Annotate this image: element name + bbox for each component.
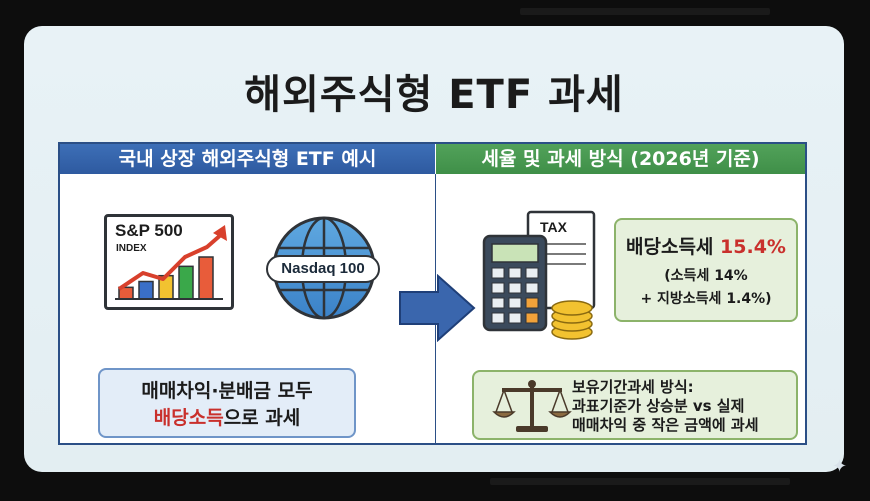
left-note-box: 매매차익·분배금 모두 배당소득으로 과세 <box>98 368 356 438</box>
arrow-right-icon <box>399 274 476 342</box>
sparkle-icon: ✦ <box>832 456 848 477</box>
left-note-line2: 배당소득으로 과세 <box>100 405 354 432</box>
holding-line2: 과표기준가 상승분 vs 실제 <box>572 397 745 415</box>
background-text-line <box>520 8 770 15</box>
chart-bar-4 <box>178 265 194 300</box>
holding-line3: 매매차익 중 작은 금액에 과세 <box>572 416 759 434</box>
right-header: 세율 및 과세 방식 (2026년 기준) <box>436 144 805 174</box>
trend-arrowhead <box>213 225 227 241</box>
calculator-tax-icon: TAX <box>482 210 596 340</box>
left-note-line1: 매매차익·분배금 모두 <box>141 380 313 402</box>
content-panel: 국내 상장 해외주식형 ETF 예시 세율 및 과세 방식 (2026년 기준)… <box>58 142 807 445</box>
holding-line1: 보유기간과세 방식: <box>572 378 694 396</box>
trend-line <box>117 231 225 291</box>
left-header: 국내 상장 해외주식형 ETF 예시 <box>60 144 435 174</box>
highlight-dividend-income: 배당소득 <box>153 407 224 429</box>
local-tax-detail: + 지방소득세 1.4%) <box>640 291 772 307</box>
sp500-title: S&P 500 <box>115 221 183 240</box>
dividend-tax-rate: 15.4% <box>720 236 786 258</box>
sp500-bar-chart <box>115 225 227 300</box>
dividend-tax-box: 배당소득세 15.4% (소득세 14% + 지방소득세 1.4%) <box>614 218 798 322</box>
infographic-card: 해외주식형 ETF 과세 국내 상장 해외주식형 ETF 예시 세율 및 과세 … <box>24 26 847 477</box>
left-note-line2-rest: 으로 과세 <box>223 407 301 429</box>
sp500-subtitle: INDEX <box>116 243 147 254</box>
chart-bar-5 <box>198 256 214 300</box>
dividend-tax-label: 배당소득세 <box>626 236 714 258</box>
holding-period-box: 보유기간과세 방식: 과표기준가 상승분 vs 실제 매매차익 중 작은 금액에… <box>472 370 798 440</box>
main-title: 해외주식형 ETF 과세 <box>244 72 624 118</box>
balance-scale-icon <box>492 380 572 432</box>
chart-bar-2 <box>138 280 154 300</box>
sp500-chart-icon: S&P 500 INDEX <box>104 214 234 310</box>
nasdaq-label: Nasdaq 100 <box>266 255 380 283</box>
tax-document-label: TAX <box>540 219 568 235</box>
income-tax-detail: (소득세 14% <box>664 268 748 284</box>
background-text-line <box>490 478 790 485</box>
coin-stack-icon <box>551 300 593 340</box>
dividend-tax-line: 배당소득세 15.4% <box>616 232 796 259</box>
